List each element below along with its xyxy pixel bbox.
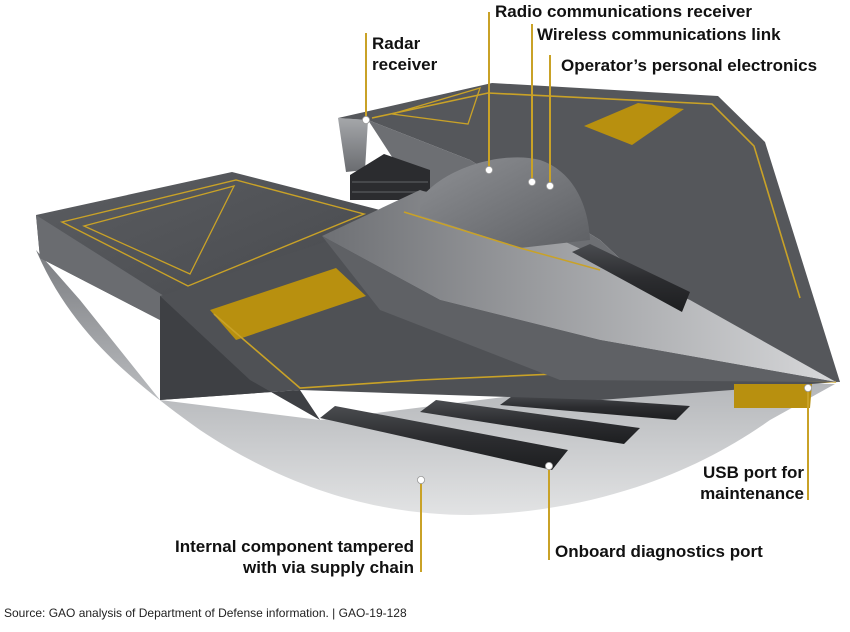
nose-underside xyxy=(322,236,836,382)
tube-2 xyxy=(420,400,640,444)
label-radar-receiver: Radar receiver xyxy=(372,34,438,74)
dot-obd xyxy=(545,461,554,470)
sensor-dome xyxy=(420,157,590,248)
label-wireless-link: Wireless communications link xyxy=(537,25,781,44)
rear-wing-panel-outline xyxy=(391,87,482,125)
front-wing-inner-outline xyxy=(82,185,236,275)
leader-lines xyxy=(365,12,809,572)
engine-block-body xyxy=(350,154,430,200)
engine-block xyxy=(350,154,430,200)
label-radio-receiver: Radio communications receiver xyxy=(495,2,752,21)
nose-trim xyxy=(403,211,601,271)
label-usb-port: USB port for maintenance xyxy=(700,463,804,503)
dot-internal xyxy=(416,475,425,484)
front-wing-panel-outline xyxy=(59,179,367,287)
label-internal-component: Internal component tampered with via sup… xyxy=(175,537,414,577)
tube-3 xyxy=(500,394,690,420)
usb-port-panel xyxy=(734,384,812,408)
nose xyxy=(322,157,836,382)
rear-wing-edge xyxy=(338,118,368,172)
marker-dots xyxy=(361,116,813,484)
dot-usb xyxy=(804,383,813,392)
dot-radar xyxy=(361,116,370,125)
side-cannon xyxy=(572,244,690,312)
label-onboard-diagnostics: Onboard diagnostics port xyxy=(555,542,763,561)
rear-wing-trim xyxy=(371,92,801,299)
dot-operator xyxy=(546,181,555,190)
aircraft-belly xyxy=(36,250,835,515)
front-wing-leading-edge xyxy=(36,215,164,320)
dot-radio xyxy=(484,165,493,174)
rear-wing-gold-panel xyxy=(584,103,684,145)
front-wing xyxy=(36,172,380,320)
label-operator-electronics: Operator’s personal electronics xyxy=(561,56,818,75)
fuselage-side xyxy=(160,296,320,420)
missile-tubes xyxy=(320,394,690,470)
dot-wireless xyxy=(528,177,537,186)
source-note: Source: GAO analysis of Department of De… xyxy=(4,606,407,620)
fuselage-gold-panel xyxy=(210,268,366,340)
nose-cone xyxy=(322,190,836,382)
tube-1 xyxy=(320,406,568,470)
